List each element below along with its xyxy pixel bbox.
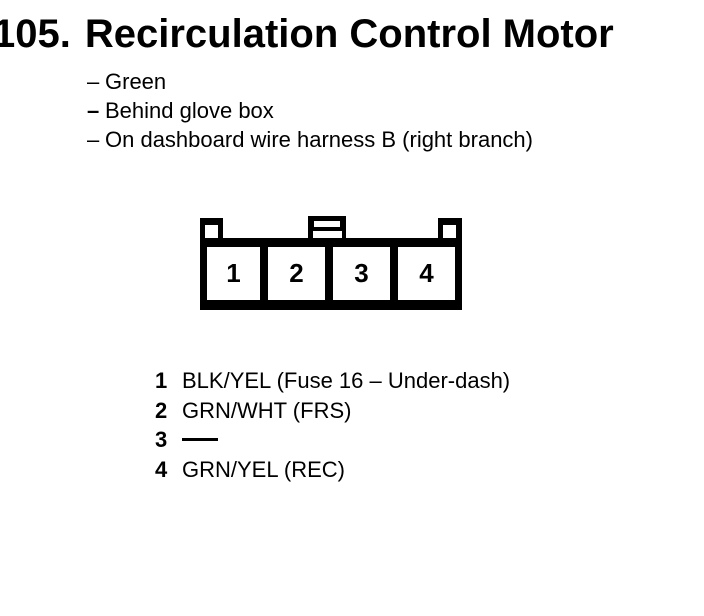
pin-number: 2	[155, 397, 168, 423]
location-notes: – Green – Behind glove box – On dashboar…	[87, 67, 533, 154]
pinout-row: 1 BLK/YEL (Fuse 16 – Under-dash)	[155, 366, 510, 396]
note-text: Green	[105, 69, 167, 94]
note-text: Behind glove box	[105, 98, 274, 123]
connector-cavity-1: 1	[207, 247, 260, 300]
note-text: On dashboard wire harness B (right branc…	[105, 127, 533, 152]
section-number: 105.	[0, 12, 71, 56]
connector-diagram: 1 2 3 4	[200, 216, 462, 310]
latch-tab	[308, 216, 346, 238]
latch-slot-lower	[313, 231, 342, 238]
pin-number: 1	[155, 368, 168, 393]
note-item: – Green	[87, 67, 533, 96]
mount-tab-hole	[205, 225, 218, 238]
note-dash: –	[87, 98, 100, 123]
mount-tab-hole	[443, 225, 456, 238]
connector-body: 1 2 3 4	[200, 238, 462, 310]
section-title: 105. Recirculation Control Motor	[0, 12, 614, 56]
pinout-legend: 1 BLK/YEL (Fuse 16 – Under-dash) 2 GRN/W…	[155, 366, 510, 484]
wire-label: GRN/YEL (REC)	[182, 456, 345, 482]
note-item: – On dashboard wire harness B (right bra…	[87, 125, 533, 154]
pinout-row: 4 GRN/YEL (REC)	[155, 455, 510, 485]
section-title-text: Recirculation Control Motor	[84, 12, 614, 56]
connector-cavity-3: 3	[333, 247, 390, 300]
mount-tab-right	[438, 218, 462, 238]
note-item: – Behind glove box	[87, 96, 533, 125]
cavity-number: 4	[419, 258, 434, 288]
cavity-number: 1	[226, 258, 241, 288]
cavity-number: 3	[354, 258, 369, 288]
cavity-number: 2	[289, 258, 304, 288]
no-wire-dash	[182, 438, 218, 441]
pin-number: 3	[155, 427, 168, 452]
wire-label: BLK/YEL (Fuse 16 – Under-dash)	[182, 368, 511, 393]
mount-tab-left	[200, 218, 223, 238]
connector-cavity-4: 4	[398, 247, 455, 300]
pinout-row: 3	[155, 425, 510, 455]
note-dash: –	[87, 127, 100, 152]
wire-label: GRN/WHT (FRS)	[182, 397, 352, 423]
connector-cavity-2: 2	[268, 247, 325, 300]
note-dash: –	[87, 69, 100, 94]
pin-number: 4	[155, 456, 168, 482]
latch-slot-upper	[314, 221, 340, 227]
pinout-row: 2 GRN/WHT (FRS)	[155, 396, 510, 426]
